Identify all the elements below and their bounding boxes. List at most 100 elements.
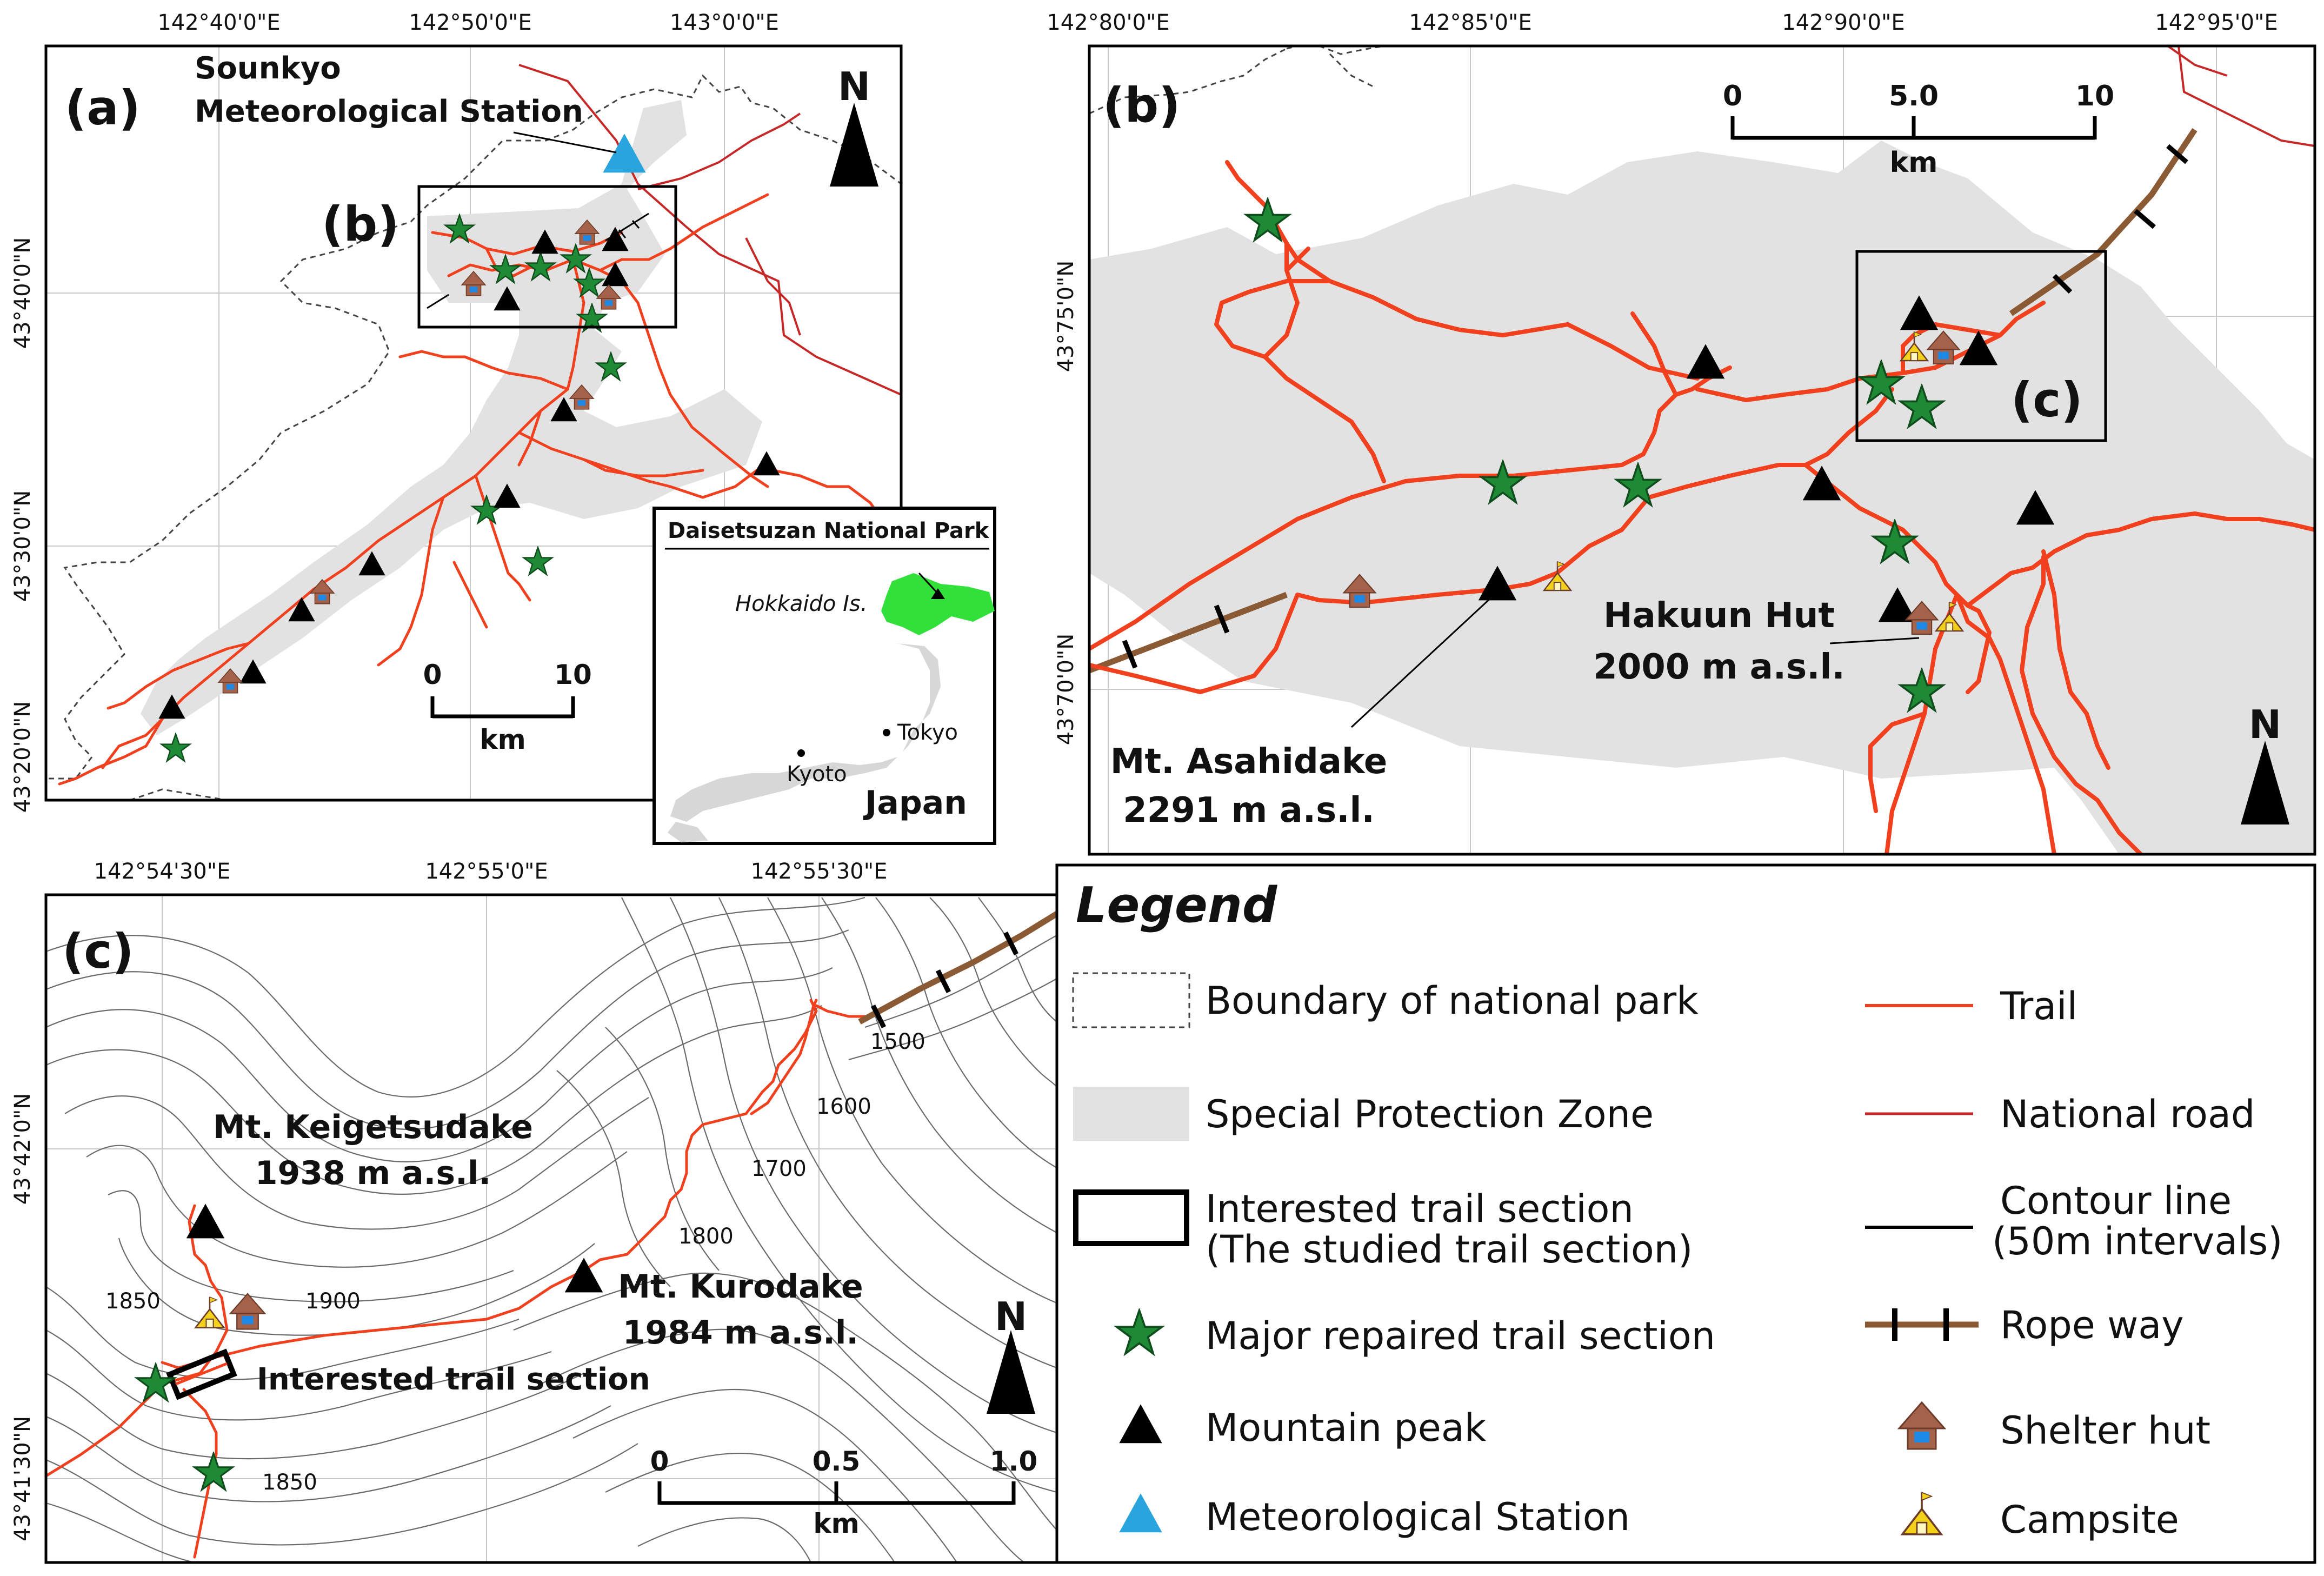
hakuun-elevation: 2000 m a.s.l. [1593, 647, 1845, 687]
keigetsudake-elevation: 1938 m a.s.l. [255, 1154, 491, 1192]
panel-a-lon-tick-3: 143°0'0"E [670, 10, 779, 35]
panel-c-label: (c) [62, 923, 134, 979]
panel-a-trails [58, 193, 883, 786]
panel-c-lon-tick-3: 142°55'30"E [751, 859, 888, 884]
inset-hokkaido-label: Hokkaido Is. [735, 591, 867, 616]
panel-b-lon-tick-2: 142°85'0"E [1409, 10, 1531, 35]
legend-interested-label: Interested trail section [1206, 1187, 1634, 1231]
legend-station-label: Meteorological Station [1206, 1495, 1630, 1539]
panel-b-scale-end: 10 [2075, 80, 2114, 112]
panel-b-north-arrow: N [2241, 702, 2289, 824]
panel-a-lon-tick-1: 142°40'0"E [157, 10, 280, 35]
panel-b-lat-tick-1: 43°75'0"N [1054, 261, 1078, 373]
panel-b-ropeway [1089, 128, 2198, 674]
contour-label-1800: 1800 [678, 1224, 734, 1249]
inset-kyoto-label: Kyoto [787, 762, 847, 787]
panel-c-lat-tick-1: 43°42'0"N [10, 1093, 35, 1205]
panel-a-station-label-2: Meteorological Station [195, 94, 583, 129]
panel-b-lon-tick-4: 142°95'0"E [2155, 10, 2278, 35]
panel-a-japan-inset: Daisetsuzan National Park Hokkaido Is. T… [652, 507, 996, 845]
legend-boundary-swatch [1072, 972, 1190, 1028]
panel-b-frame [1088, 44, 2316, 856]
panel-b-national-roads [2167, 46, 2315, 147]
panel-a-scale-unit: km [480, 724, 525, 755]
panel-c-scale-mid: 0.5 [813, 1446, 861, 1477]
inset-hokkaido-highlight [881, 573, 995, 635]
panel-c-interested-section [166, 1348, 237, 1400]
contour-label-1900: 1900 [305, 1289, 361, 1314]
panel-b-protection-zone [1089, 141, 2315, 854]
inset-japan-label: Japan [863, 784, 967, 822]
legend-interested-swatch [1073, 1189, 1189, 1246]
legend-zone-label: Special Protection Zone [1206, 1092, 1654, 1136]
panel-c-contours [46, 896, 1057, 1562]
contour-label-1700: 1700 [751, 1156, 807, 1181]
panel-b: 142°80'0"E 142°85'0"E 142°90'0"E 142°95'… [1047, 10, 2316, 856]
legend-hut-label: Shelter hut [2000, 1408, 2210, 1453]
panel-a-scale-start: 0 [423, 659, 442, 690]
legend-camp-label: Campsite [2000, 1498, 2179, 1542]
panel-c-lon-tick-1: 142°54'30"E [94, 859, 231, 884]
panel-b-inset-c-box [1855, 250, 2107, 442]
interested-section-label: Interested trail section [257, 1362, 650, 1397]
panel-b-label: (b) [1103, 77, 1180, 133]
legend-boundary-label: Boundary of national park [1206, 979, 1699, 1023]
panel-c: 1500 1600 1700 1800 1850 1900 1850 142°5… [10, 859, 1058, 1564]
panel-a-inset-b-box [417, 185, 677, 329]
panel-a-lon-tick-2: 142°50'0"E [409, 10, 531, 35]
panel-c-lon-tick-2: 142°55'0"E [425, 859, 548, 884]
panel-a-label: (a) [65, 80, 141, 136]
inset-honshu [670, 643, 941, 822]
inset-park-title: Daisetsuzan National Park [668, 518, 990, 543]
panel-b-scale-unit: km [1890, 147, 1938, 179]
panel-a-scale-bar: 0 10 km [423, 659, 592, 755]
panel-a-lat-tick-3: 43°20'0"N [10, 701, 35, 813]
panel-a-station-label-1: Sounkyo [195, 51, 341, 86]
legend-zone-swatch [1073, 1087, 1189, 1141]
legend-road-label: National road [2000, 1092, 2255, 1136]
legend-interested-sublabel: (The studied trail section) [1206, 1227, 1693, 1272]
panel-a-north-label: N [838, 64, 870, 109]
inset-tokyo-label: Tokyo [897, 720, 958, 745]
panel-a-protection-zone [141, 100, 762, 735]
panel-c-ropeway [858, 911, 1057, 1029]
legend-trail-label: Trail [2000, 984, 2077, 1028]
panel-b-scale-mid: 5.0 [1889, 80, 1939, 112]
panel-a-scale-end: 10 [554, 659, 592, 690]
panel-c-north-arrow: N [987, 1294, 1035, 1414]
panel-b-scale-bar: 0 5.0 10 km [1723, 80, 2114, 179]
kurodake-name: Mt. Kurodake [618, 1268, 863, 1306]
panel-b-inset-c-label: (c) [2011, 372, 2083, 428]
asahidake-name: Mt. Asahidake [1110, 742, 1387, 782]
panel-c-scale-start: 0 [650, 1446, 669, 1477]
panel-a-lat-tick-1: 43°40'0"N [10, 237, 35, 349]
legend-title: Legend [1076, 877, 1278, 934]
panel-a-lat-tick-2: 43°30'0"N [10, 490, 35, 602]
panel-b-park-boundary [1089, 48, 1287, 115]
legend-star-label: Major repaired trail section [1206, 1314, 1715, 1358]
panel-c-scale-unit: km [813, 1508, 859, 1539]
legend-contour-sublabel: (50m intervals) [1992, 1219, 2282, 1264]
legend-contour-label: Contour line [2000, 1179, 2232, 1223]
asahidake-elevation: 2291 m a.s.l. [1123, 790, 1375, 830]
panel-a-north-arrow: N [830, 64, 878, 187]
panel-b-lon-tick-3: 142°90'0"E [1782, 10, 1905, 35]
panel-c-scale-end: 1.0 [990, 1446, 1038, 1477]
panel-a: 142°40'0"E 142°50'0"E 143°0'0"E 43°40'0"… [10, 10, 996, 845]
contour-label-1850-b: 1850 [262, 1470, 317, 1495]
kurodake-elevation: 1984 m a.s.l. [623, 1314, 858, 1352]
keigetsudake-name: Mt. Keigetsudake [213, 1108, 533, 1146]
legend: Legend Boundary of national park Special… [1055, 863, 2316, 1564]
panel-a-frame [44, 44, 903, 802]
legend-peak-label: Mountain peak [1206, 1406, 1487, 1450]
panel-a-park-boundary [49, 74, 901, 780]
panel-a-inset-b-label: (b) [322, 196, 399, 252]
hakuun-name: Hakuun Hut [1603, 596, 1835, 636]
panel-b-lon-tick-1: 142°80'0"E [1047, 10, 1169, 35]
contour-label-1850-a: 1850 [105, 1289, 161, 1314]
panel-a-national-roads [518, 64, 901, 396]
panel-b-trails [1089, 160, 2315, 854]
legend-rope-label: Rope way [2000, 1303, 2184, 1347]
panel-b-north-label: N [2249, 702, 2281, 747]
